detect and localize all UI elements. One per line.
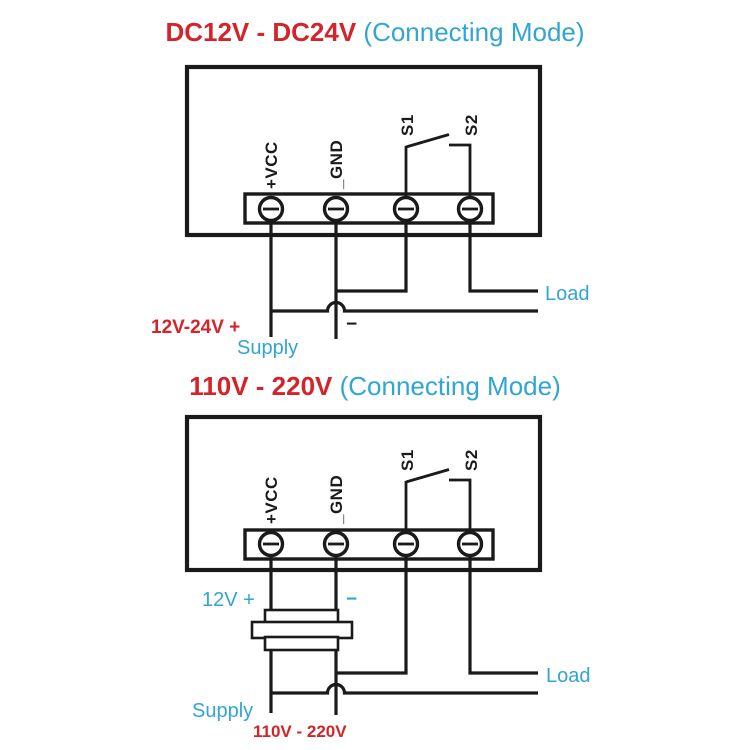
- ac-terminal-label-s2: S2: [462, 449, 481, 471]
- dc-title-mode: (Connecting Mode): [356, 17, 585, 47]
- dc-terminal-label-vcc: +VCC: [262, 141, 281, 189]
- ac-s2-riser: [449, 478, 472, 544]
- dc-terminal-label-gnd: _GND: [327, 140, 346, 190]
- dc-terminal-label-s2: S2: [462, 114, 481, 136]
- dc-s2-riser: [449, 143, 472, 209]
- ac-terminal-block: [243, 528, 495, 561]
- ac-device-outline: [184, 414, 543, 573]
- ac-title-mode: (Connecting Mode): [332, 371, 561, 401]
- ac-s1-wire: [336, 544, 408, 675]
- dc-terminal-label-s1: S1: [398, 114, 417, 136]
- ac-s2-load-wire: [468, 544, 538, 675]
- ac-terminal-label-vcc: +VCC: [262, 476, 281, 524]
- adapter-bottom-section: [263, 635, 340, 652]
- dc-diagram: +VCC _GND S1 S2 12V-24V + Supply − Load: [151, 64, 590, 359]
- ac-load-label: Load: [546, 665, 591, 687]
- ac-adapter-negative-label: −: [346, 589, 357, 610]
- ac-terminal-label-s1: S1: [398, 449, 417, 471]
- dc-load-label: Load: [545, 283, 590, 305]
- ac-diagram: +VCC _GND S1 S2 12V + − Load Supply 110V…: [184, 414, 591, 741]
- adapter-middle-section: [250, 620, 354, 640]
- ac-switch-blade: [405, 468, 450, 484]
- dc-negative-label: −: [346, 314, 357, 335]
- dc-screw-terminals: [257, 195, 484, 223]
- dc-terminal-block: [243, 192, 495, 225]
- ac-screw-terminals: [257, 530, 484, 558]
- dc-s1-wire: [336, 209, 408, 293]
- dc-supply-voltage-label: 12V-24V +: [151, 317, 240, 338]
- ac-supply-label: Supply: [192, 700, 253, 722]
- dc-s2-load-wire: [468, 209, 538, 293]
- ac-terminal-label-gnd: _GND: [327, 475, 346, 525]
- ac-adapter-positive-label: 12V +: [202, 589, 255, 611]
- dc-switch-blade: [405, 133, 450, 149]
- ac-diagram-title: 110V - 220V (Connecting Mode): [0, 372, 750, 400]
- dc-title-voltage-range: DC12V - DC24V: [165, 17, 357, 47]
- dc-device-outline: [184, 64, 543, 238]
- dc-supply-label: Supply: [237, 337, 298, 359]
- ac-load-return-wire-with-hop: [271, 682, 538, 695]
- ac-supply-voltage-label: 110V - 220V: [253, 722, 347, 741]
- dc-diagram-title: DC12V - DC24V (Connecting Mode): [0, 18, 750, 46]
- dc-load-return-wire-with-hop: [271, 300, 538, 313]
- ac-power-adapter-icon: [250, 608, 354, 652]
- ac-title-voltage-range: 110V - 220V: [189, 371, 333, 401]
